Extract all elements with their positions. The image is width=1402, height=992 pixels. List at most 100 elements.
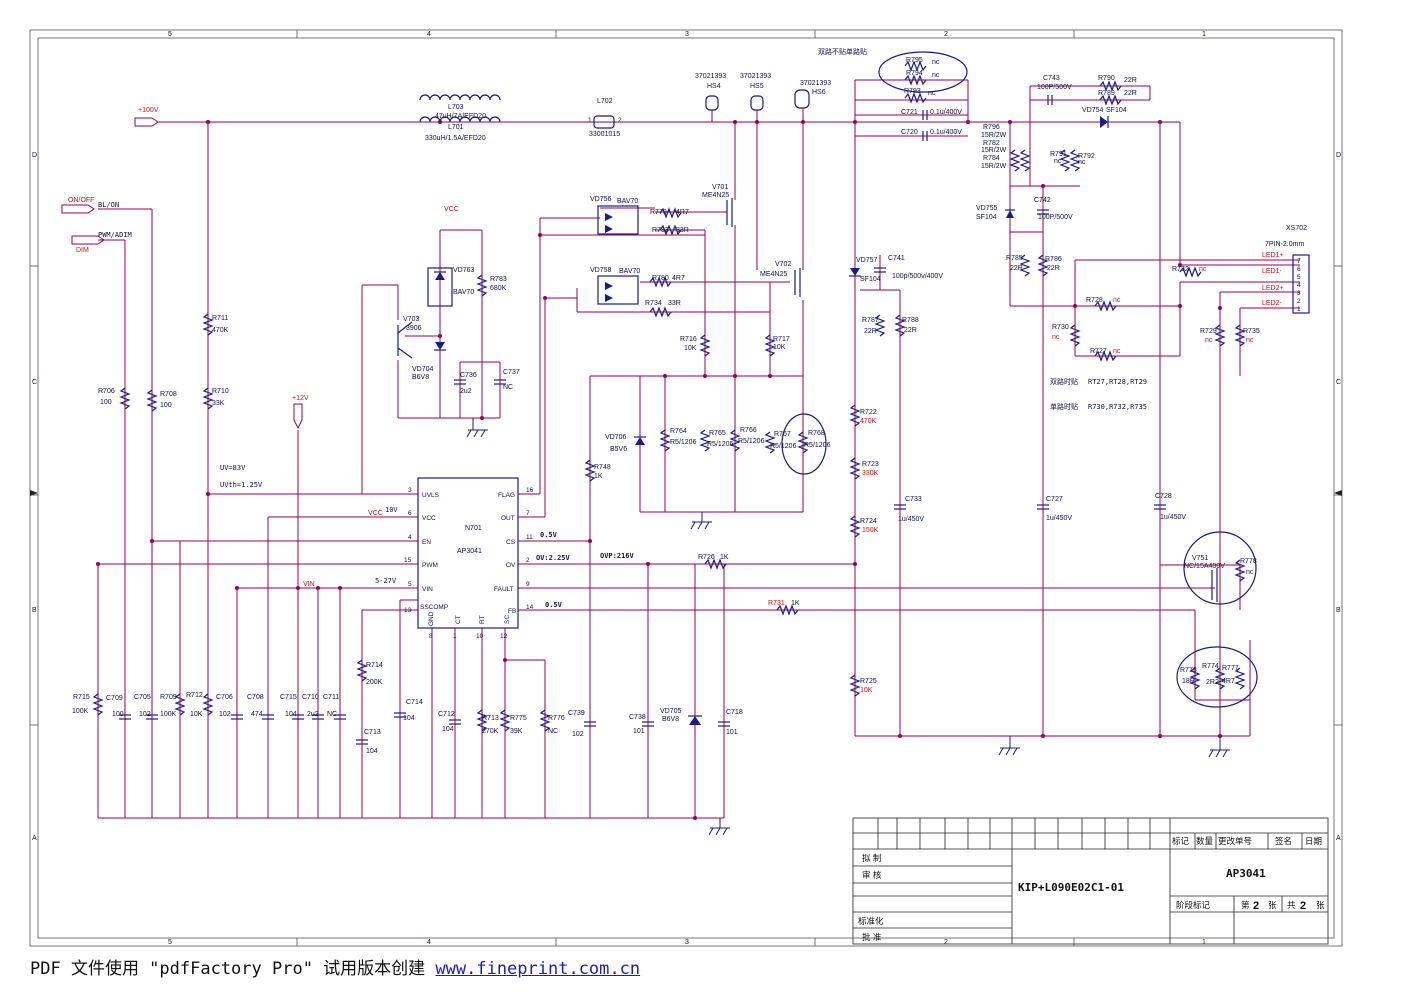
label-r709: R709: [160, 694, 177, 701]
label-l702-value: 33001015: [589, 131, 620, 138]
label-xs702: XS702: [1286, 225, 1307, 232]
ic-pin-fault: FAULT: [494, 586, 514, 593]
label-vd706: VD706: [605, 434, 627, 441]
label-r774: R774: [1202, 663, 1219, 670]
border-letter-c-right: C: [1336, 379, 1341, 386]
label-c705-value: 102: [139, 711, 151, 718]
label-r778-value: nc: [1246, 569, 1254, 576]
label-r786: R786: [1045, 256, 1062, 263]
label-hs5: HS5: [750, 83, 764, 90]
label-vd756-value: BAV70: [617, 198, 638, 205]
label-r766: R766: [740, 427, 757, 434]
net-vin: VIN: [303, 581, 315, 588]
label-r784: R784: [983, 155, 1000, 162]
label-c737-value: NC: [503, 384, 513, 391]
border-number-5: 5: [168, 31, 172, 38]
label-r727: R727: [1090, 348, 1107, 355]
label-r717-value: 10K: [773, 344, 786, 351]
label-c727-value: 1u/450V: [1046, 515, 1072, 522]
label-r732: R732: [1172, 266, 1189, 273]
label-r726: R726: [698, 554, 715, 561]
label-r724: R724: [860, 518, 877, 525]
label-l703-value: 47uH/7A/EFD20: [435, 113, 486, 120]
label-vd704-value: B6V8: [412, 374, 429, 381]
label-c739-value: 102: [572, 731, 584, 738]
label-r748-value: 1K: [594, 473, 603, 480]
border-letter-d: D: [32, 152, 37, 159]
border-number-4: 4: [427, 31, 431, 38]
note-ovp-216v: OVP:216V: [600, 552, 635, 560]
label-r706: R706: [98, 388, 115, 395]
net-pwm-adim: PWM/ADIM: [98, 231, 132, 239]
ic-pin-5: 5: [408, 581, 412, 588]
label-r782-value: 15R/2W: [981, 147, 1007, 154]
schematic-sheet: 5 4 3 2 1 5 4 3 2 1 D C B A D C B A: [29, 29, 1343, 947]
border-letter-a-right: A: [1336, 835, 1341, 842]
label-r777-value: 4R7: [1222, 678, 1235, 685]
label-r734-value: 33R: [668, 300, 681, 307]
label-c742-value: 100P/500V: [1038, 214, 1073, 221]
label-c709: C709: [106, 695, 123, 702]
label-r731: R731: [768, 600, 785, 607]
label-c733-value: 1u/450V: [898, 516, 924, 523]
title-block: [852, 817, 1329, 945]
ic-pin-vcc: VCC: [422, 515, 436, 522]
ic-pin-16: 16: [526, 487, 534, 494]
footer-text: PDF 文件使用 "pdfFactory Pro" 试用版本创建: [30, 959, 436, 979]
label-c709-value: 100: [112, 711, 124, 718]
tb-header-change: 更改单号: [1218, 836, 1252, 846]
footer-link[interactable]: www.fineprint.com.cn: [435, 959, 641, 979]
ic-pin-13: 13: [404, 607, 412, 614]
ic-pin-en: EN: [422, 539, 431, 546]
label-r795: R795: [906, 57, 923, 64]
ic-pin-ct: CT: [455, 615, 462, 624]
label-r790: R790: [1098, 75, 1115, 82]
label-r735-value: nc: [1246, 337, 1254, 344]
label-v751-value: NC/15A400V: [1184, 563, 1225, 570]
label-r767-value: R5/1206: [770, 443, 797, 450]
label-r786-value: 22R: [1047, 265, 1060, 272]
label-c738: C738: [629, 714, 646, 721]
label-vd758: VD758: [590, 267, 612, 274]
label-r729-value: nc: [1205, 337, 1213, 344]
label-r715-value: 100K: [72, 708, 89, 715]
label-r780: R780: [652, 275, 669, 282]
label-r726-value: 1K: [720, 554, 729, 561]
label-r792-value: nc: [1078, 159, 1086, 166]
label-r715: R715: [73, 694, 90, 701]
label-r713-value: 270K: [482, 728, 499, 735]
label-c706: C706: [216, 694, 233, 701]
label-r764-value: R5/1206: [670, 439, 697, 446]
border-letter-b-right: B: [1336, 607, 1341, 614]
label-r724-value: 150K: [862, 527, 879, 534]
border-letter-b: B: [32, 607, 37, 614]
label-r735: R735: [1243, 328, 1260, 335]
label-c706-value: 102: [219, 711, 231, 718]
ic-pin-8: 8: [429, 633, 433, 640]
label-vd763: VD763: [453, 267, 475, 274]
tb-total-b: 张: [1316, 900, 1325, 910]
label-r732-value: nc: [1199, 266, 1207, 273]
label-r794: R794: [906, 70, 923, 77]
label-vd754-value: SF104: [1106, 107, 1127, 114]
label-c728-value: 1u/450V: [1160, 514, 1186, 521]
border-letter-a: A: [32, 835, 37, 842]
title-block-text: 标记 数量 更改单号 签名 日期 拟 制 审 核 标准化 批 准 KIP+L09…: [858, 836, 1325, 942]
label-c712: C712: [438, 711, 455, 718]
label-r725-value: 10K: [860, 687, 873, 694]
drawing-frame: 5 4 3 2 1 5 4 3 2 1 D C B A D C B A: [29, 29, 1343, 947]
ic-pin-pwm: PWM: [422, 562, 438, 569]
label-r789-value: 22R: [1124, 90, 1137, 97]
label-v701-value: ME4N25: [702, 192, 729, 199]
label-c741-value: 100p/500v/400V: [892, 273, 943, 280]
net-12v: +12V: [292, 395, 309, 402]
label-r748: R748: [594, 464, 611, 471]
label-xs-pin6: 6: [1297, 266, 1301, 273]
label-r787-value: 22R: [864, 328, 877, 335]
label-c721: C721: [901, 109, 918, 116]
label-l702-pin1: 1: [588, 117, 592, 124]
label-v701: V701: [712, 184, 728, 191]
ic-pin-cs: CS: [506, 539, 516, 546]
label-hs6-pn: 37021393: [800, 80, 831, 87]
label-r728: R728: [1086, 297, 1103, 304]
